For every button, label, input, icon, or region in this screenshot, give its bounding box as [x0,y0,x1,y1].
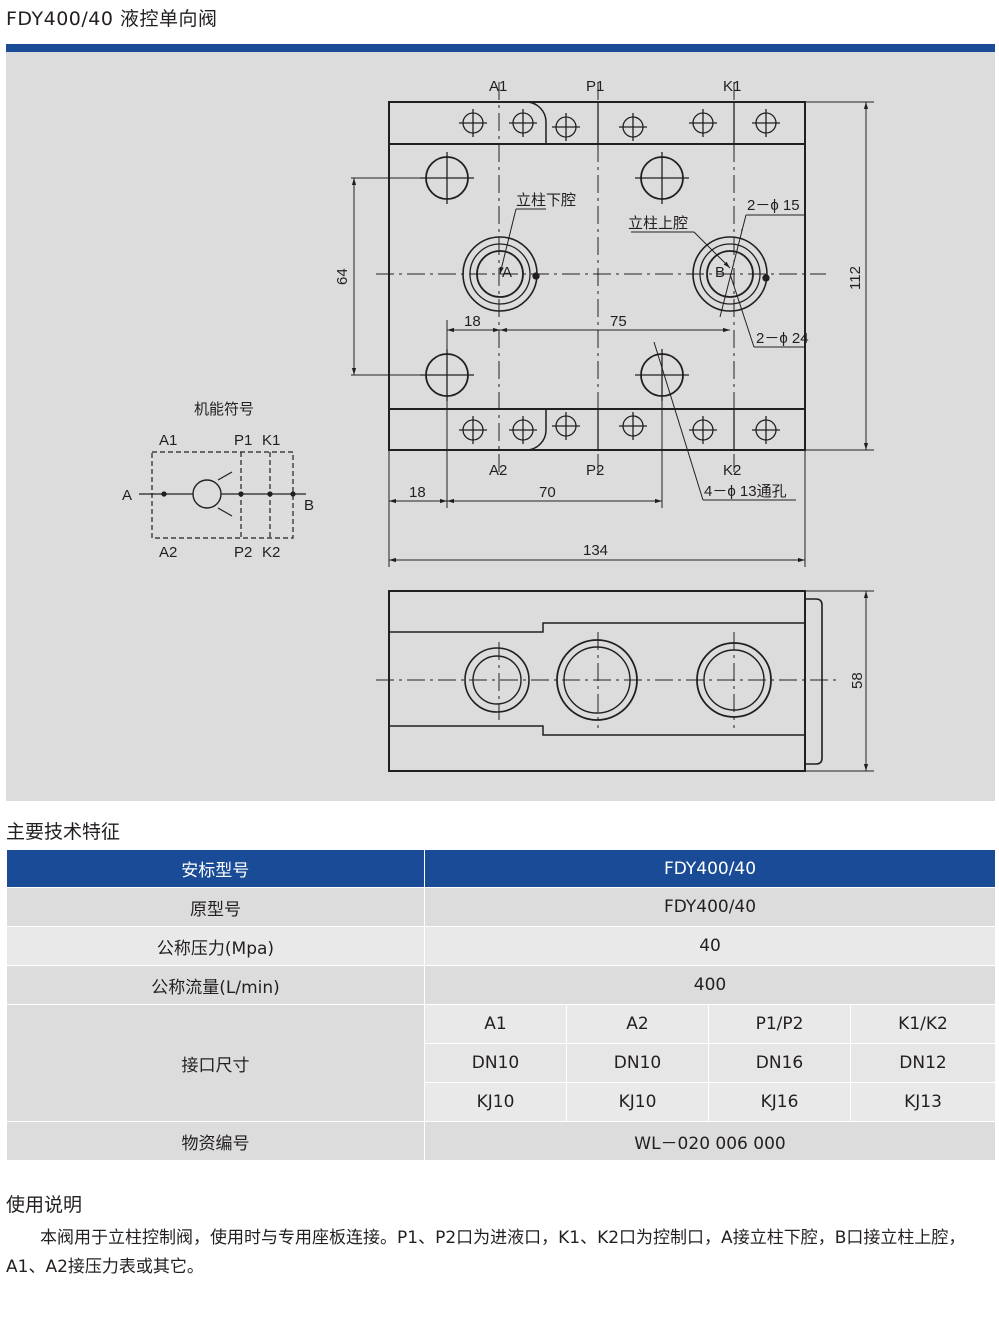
row-value: 400 [423,965,997,1005]
port-kj-a2: KJ10 [566,1082,709,1122]
callout-through-holes: 4－ϕ 13通孔 [704,483,787,500]
top-view [351,82,874,567]
symbol-label-a1: A1 [159,432,177,449]
symbol-label-p1: P1 [234,432,252,449]
port-col-a1: A1 [424,1004,567,1044]
label-k1-top: K1 [723,78,741,95]
symbol-label-a2: A2 [159,544,177,561]
through-holes [420,152,689,401]
port-dn-a1: DN10 [424,1043,567,1083]
row-label: 公称流量(L/min) [6,965,425,1005]
bottom-small-holes [459,412,780,444]
table-header-row: 安标型号 FDY400/40 [6,850,997,888]
table-row: DN10 DN10 DN16 DN12 [7,1043,997,1083]
port-a [462,236,540,312]
callout-hole24: 2－ϕ 24 [756,330,809,347]
callout-hole15: 2－ϕ 15 [747,197,800,214]
table-row: 公称压力(Mpa) 40 [6,926,997,966]
dim-75: 75 [610,313,627,330]
spec-table: 安标型号 FDY400/40 原型号 FDY400/40 公称压力(Mpa) 4… [6,850,997,1161]
side-view [376,590,874,772]
symbol-title: 机能符号 [194,401,254,418]
symbol-label-k2: K2 [262,544,280,561]
table-row: 原型号 FDY400/40 [6,887,997,927]
dim-64: 64 [334,268,351,285]
ports-label: 接口尺寸 [6,1004,425,1122]
symbol-label-k1: K1 [262,432,280,449]
port-kj-k: KJ13 [849,1082,997,1122]
callout-port-a: A [502,264,512,281]
usage-title: 使用说明 [6,1194,83,1216]
port-col-a2: A2 [566,1004,709,1044]
title-bar [6,44,995,52]
row-value: 40 [423,926,997,966]
port-dn-p: DN16 [708,1043,851,1083]
table-row: 接口尺寸 A1 A2 P1/P2 K1/K2 [6,1004,997,1122]
port-dn-a2: DN10 [566,1043,709,1083]
symbol-label-p2: P2 [234,544,252,561]
symbol-label-a: A [122,487,132,504]
port-col-p: P1/P2 [708,1004,851,1044]
dim-70: 70 [539,484,556,501]
port-dn-k: DN12 [849,1043,997,1083]
row-value: FDY400/40 [423,887,997,927]
top-small-holes [459,109,780,141]
label-k2-bottom: K2 [723,462,741,479]
table-row: KJ10 KJ10 KJ16 KJ13 [7,1082,997,1122]
port-kj-a1: KJ10 [424,1082,567,1122]
label-p1-top: P1 [586,78,604,95]
material-value: WL－020 006 000 [423,1121,997,1161]
function-symbol [139,451,306,539]
dim-112: 112 [847,266,864,290]
header-value: FDY400/40 [424,850,997,888]
dim-58: 58 [849,672,866,689]
page-title: FDY400/40 液控单向阀 [6,8,218,30]
port-kj-p: KJ16 [708,1082,851,1122]
drawing-panel: A1 P1 K1 A2 P2 K2 立柱下腔 立柱上腔 2－ϕ 15 2－ϕ 2… [6,52,995,801]
row-label: 原型号 [6,887,425,927]
dim-18-inner: 18 [464,313,481,330]
header-label: 安标型号 [6,850,425,888]
callout-lower-cavity: 立柱下腔 [516,192,576,209]
dim-134: 134 [583,542,608,559]
table-row: 公称流量(L/min) 400 [6,965,997,1005]
port-col-k: K1/K2 [849,1004,997,1044]
callout-port-b: B [715,264,725,281]
dim-18-outer: 18 [409,484,426,501]
label-p2-bottom: P2 [586,462,604,479]
symbol-label-b: B [304,497,314,514]
material-label: 物资编号 [6,1121,425,1161]
label-a1-top: A1 [489,78,507,95]
usage-text: 本阀用于立柱控制阀，使用时与专用座板连接。P1、P2口为进液口，K1、K2口为控… [6,1228,966,1277]
port-b [692,236,770,312]
specs-title: 主要技术特征 [6,821,121,843]
label-a2-bottom: A2 [489,462,507,479]
row-label: 公称压力(Mpa) [6,926,425,966]
table-row: 物资编号 WL－020 006 000 [6,1121,997,1161]
callout-upper-cavity: 立柱上腔 [628,215,688,232]
